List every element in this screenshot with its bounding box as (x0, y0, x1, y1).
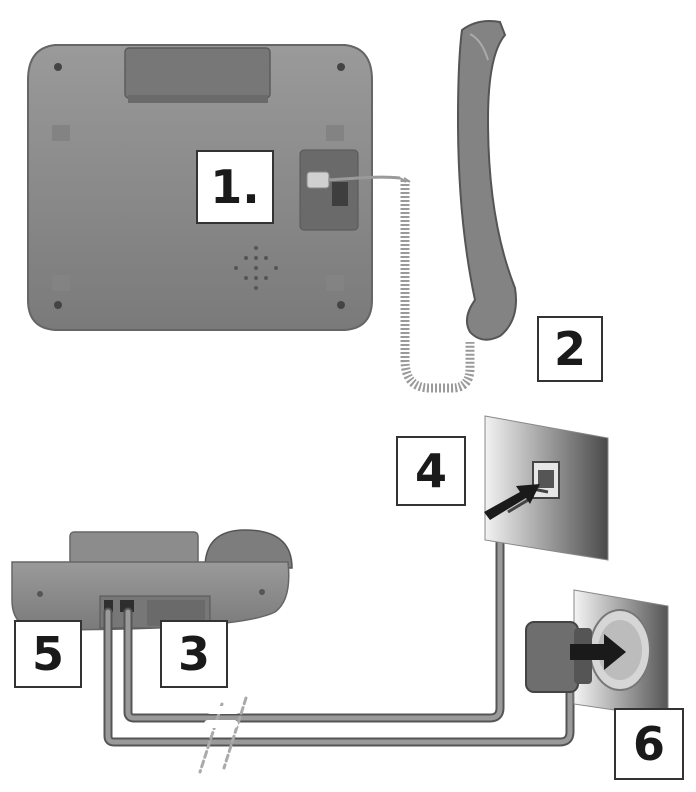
connection-cables (103, 507, 575, 774)
handset (456, 20, 517, 341)
phone-base-side-view (11, 529, 293, 631)
callout-1: 1. (196, 150, 274, 224)
callout-4: 4 (396, 436, 466, 506)
callout-6: 6 (614, 708, 684, 780)
handset-coiled-cord (327, 175, 475, 393)
arrow-right-icon (570, 634, 626, 670)
callout-5: 5 (14, 620, 82, 688)
insert-arrow-icon (484, 484, 540, 520)
callout-2: 2 (537, 316, 603, 382)
callout-3: 3 (160, 620, 228, 688)
telephone-wall-socket (484, 415, 609, 561)
